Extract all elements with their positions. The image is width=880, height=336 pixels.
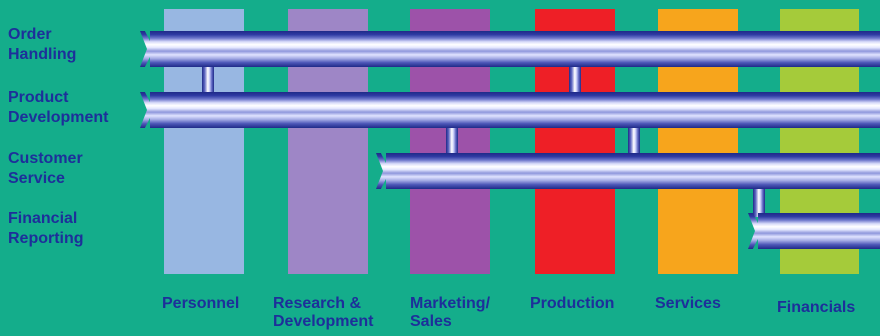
dept-label-marketing: Marketing/ Sales (410, 295, 491, 330)
connector-customer-financial (753, 185, 765, 217)
dept-label-production: Production (530, 295, 615, 312)
dept-label-services: Services (655, 295, 721, 312)
dept-label-research: Research & Development (273, 295, 374, 330)
connector-order-product-2 (569, 62, 581, 96)
row-label-financial-reporting: Financial Reporting (8, 210, 84, 247)
pipe-product-development (150, 92, 880, 128)
connector-order-product (202, 62, 214, 96)
dept-label-personnel: Personnel (162, 295, 240, 312)
row-label-product-development: Product Development (8, 89, 109, 126)
pipe-order-handling (150, 31, 880, 67)
connector-product-customer-2 (628, 124, 640, 156)
pipe-customer-service (386, 153, 880, 189)
dept-label-financials: Financials (777, 299, 856, 316)
row-label-order-handling: Order Handling (8, 26, 77, 63)
connector-product-customer (446, 124, 458, 156)
row-label-customer-service: Customer Service (8, 150, 83, 187)
pipe-financial-reporting (758, 213, 880, 249)
